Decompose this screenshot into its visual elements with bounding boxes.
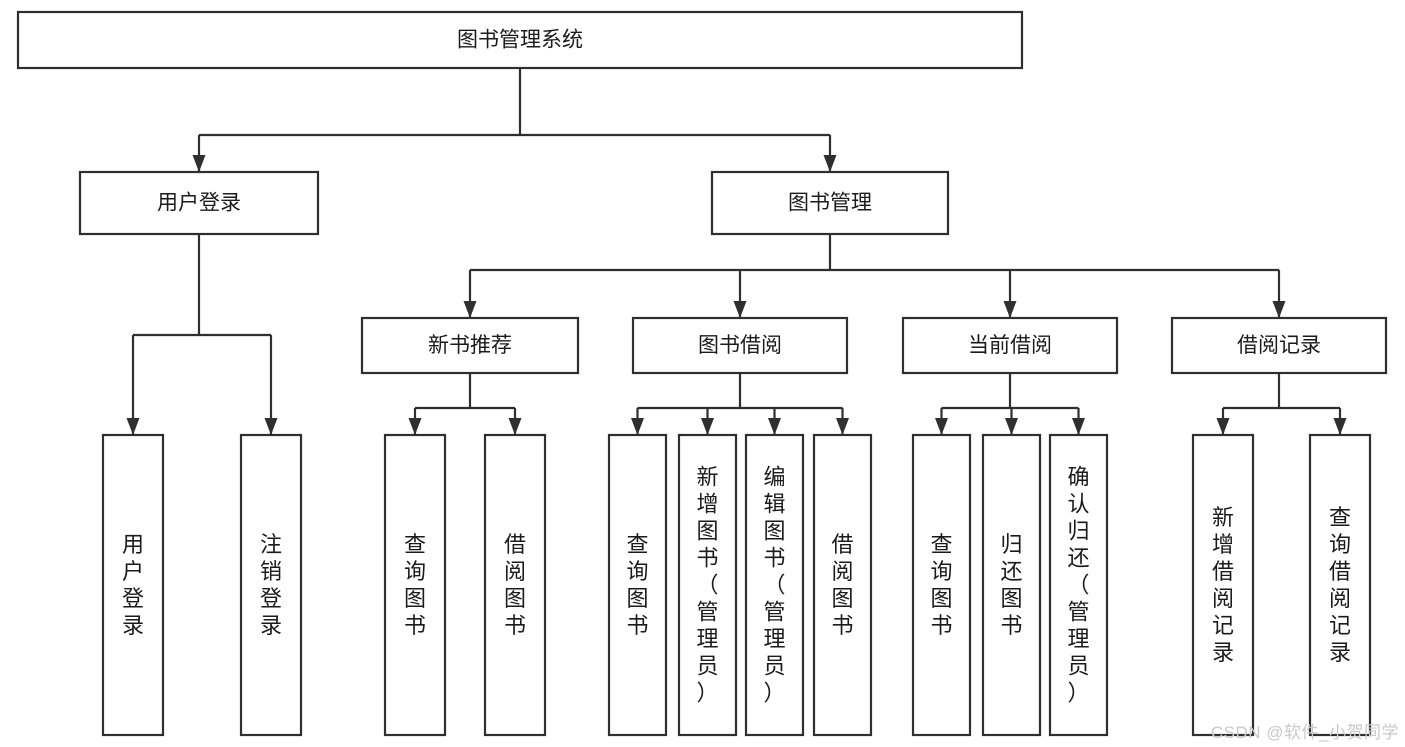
node-book-management[interactable]: 图书管理 bbox=[710, 170, 950, 236]
node-borrow-record[interactable]: 借阅记录 bbox=[1170, 316, 1388, 375]
node-label-user-login: 用户登录 bbox=[157, 192, 241, 215]
node-label-leaf-user-login: 用户登录 bbox=[122, 532, 144, 638]
edge-group-user-login bbox=[126, 234, 278, 435]
node-box-user-login bbox=[78, 170, 320, 236]
node-box-book-borrow bbox=[631, 316, 849, 375]
node-box-leaf-edit-book-admin bbox=[744, 433, 805, 737]
edge-arrowhead bbox=[1005, 418, 1018, 435]
edge-arrowhead bbox=[126, 418, 140, 435]
node-leaf-user-login[interactable]: 用户登录 bbox=[101, 433, 165, 737]
node-label-current-borrow: 当前借阅 bbox=[968, 334, 1052, 357]
edge-arrowhead bbox=[733, 301, 747, 318]
node-leaf-query-books-recommend[interactable]: 查询图书 bbox=[383, 433, 447, 737]
node-box-new-book-recommend bbox=[360, 316, 580, 375]
node-box-leaf-return-books bbox=[981, 433, 1042, 737]
edge-arrowhead bbox=[192, 155, 206, 172]
edge-arrowhead bbox=[463, 301, 477, 318]
node-book-borrow[interactable]: 图书借阅 bbox=[631, 316, 849, 375]
node-leaf-add-book-admin[interactable]: 新增图书（管理员） bbox=[677, 433, 738, 737]
node-box-leaf-query-borrow-record bbox=[1308, 433, 1372, 737]
node-box-leaf-add-borrow-record bbox=[1191, 433, 1255, 737]
node-leaf-edit-book-admin[interactable]: 编辑图书（管理员） bbox=[744, 433, 805, 737]
node-label-leaf-query-books-current: 查询图书 bbox=[930, 532, 952, 638]
edges-layer bbox=[126, 68, 1347, 435]
node-box-leaf-user-logout bbox=[239, 433, 303, 737]
node-user-login[interactable]: 用户登录 bbox=[78, 170, 320, 236]
node-root[interactable]: 图书管理系统 bbox=[16, 10, 1024, 70]
edge-arrowhead bbox=[631, 418, 644, 435]
node-leaf-borrow-books-borrow[interactable]: 借阅图书 bbox=[812, 433, 873, 737]
node-label-root: 图书管理系统 bbox=[457, 29, 583, 52]
node-leaf-query-borrow-record[interactable]: 查询借阅记录 bbox=[1308, 433, 1372, 737]
node-box-leaf-borrow-books-borrow bbox=[812, 433, 873, 737]
edge-arrowhead bbox=[408, 418, 422, 435]
edge-arrowhead bbox=[823, 155, 837, 172]
edge-arrowhead bbox=[264, 418, 278, 435]
node-leaf-add-borrow-record[interactable]: 新增借阅记录 bbox=[1191, 433, 1255, 737]
edge-arrowhead bbox=[1003, 301, 1017, 318]
node-label-leaf-add-book-admin: 新增图书（管理员） bbox=[696, 465, 718, 706]
edge-arrowhead bbox=[1072, 418, 1085, 435]
edge-arrowhead bbox=[935, 418, 948, 435]
node-box-leaf-confirm-return-admin bbox=[1048, 433, 1109, 737]
edge-arrowhead bbox=[1333, 418, 1347, 435]
edge-group-new-book-recommend bbox=[408, 373, 522, 435]
node-leaf-borrow-books-recommend[interactable]: 借阅图书 bbox=[483, 433, 547, 737]
node-new-book-recommend[interactable]: 新书推荐 bbox=[360, 316, 580, 375]
edge-group-root bbox=[192, 68, 837, 172]
edge-arrowhead bbox=[768, 418, 781, 435]
edge-arrowhead bbox=[1216, 418, 1230, 435]
node-label-leaf-edit-book-admin: 编辑图书（管理员） bbox=[763, 465, 785, 706]
node-label-leaf-borrow-books-borrow: 借阅图书 bbox=[831, 532, 853, 638]
node-box-leaf-query-books-recommend bbox=[383, 433, 447, 737]
node-box-book-management bbox=[710, 170, 950, 236]
node-box-leaf-query-books-current bbox=[911, 433, 972, 737]
node-box-leaf-user-login bbox=[101, 433, 165, 737]
node-box-borrow-record bbox=[1170, 316, 1388, 375]
node-box-leaf-borrow-books-recommend bbox=[483, 433, 547, 737]
node-label-leaf-borrow-books-recommend: 借阅图书 bbox=[504, 532, 526, 638]
node-leaf-return-books[interactable]: 归还图书 bbox=[981, 433, 1042, 737]
node-label-leaf-confirm-return-admin: 确认归还（管理员） bbox=[1067, 465, 1089, 706]
edge-group-borrow-record bbox=[1216, 373, 1347, 435]
node-label-book-management: 图书管理 bbox=[788, 192, 872, 215]
nodes-layer: 图书管理系统用户登录图书管理新书推荐图书借阅当前借阅借阅记录用户登录注销登录查询… bbox=[16, 10, 1388, 737]
node-leaf-query-books-borrow[interactable]: 查询图书 bbox=[607, 433, 668, 737]
node-box-leaf-add-book-admin bbox=[677, 433, 738, 737]
edge-arrowhead bbox=[701, 418, 714, 435]
node-box-current-borrow bbox=[901, 316, 1119, 375]
node-label-book-borrow: 图书借阅 bbox=[698, 334, 782, 357]
node-label-borrow-record: 借阅记录 bbox=[1237, 334, 1321, 357]
node-label-leaf-user-logout: 注销登录 bbox=[260, 532, 282, 638]
node-leaf-query-books-current[interactable]: 查询图书 bbox=[911, 433, 972, 737]
node-box-root bbox=[16, 10, 1024, 70]
edge-arrowhead bbox=[836, 418, 849, 435]
edge-group-current-borrow bbox=[935, 373, 1085, 435]
edge-group-book-management bbox=[463, 234, 1286, 318]
node-label-leaf-return-books: 归还图书 bbox=[1000, 532, 1022, 638]
node-leaf-confirm-return-admin[interactable]: 确认归还（管理员） bbox=[1048, 433, 1109, 737]
node-label-leaf-query-books-borrow: 查询图书 bbox=[626, 532, 648, 638]
node-box-leaf-query-books-borrow bbox=[607, 433, 668, 737]
edge-arrowhead bbox=[508, 418, 522, 435]
node-current-borrow[interactable]: 当前借阅 bbox=[901, 316, 1119, 375]
edge-arrowhead bbox=[1272, 301, 1286, 318]
node-label-leaf-query-books-recommend: 查询图书 bbox=[404, 532, 426, 638]
node-label-leaf-add-borrow-record: 新增借阅记录 bbox=[1212, 505, 1234, 665]
node-label-leaf-query-borrow-record: 查询借阅记录 bbox=[1329, 505, 1351, 665]
node-label-new-book-recommend: 新书推荐 bbox=[428, 334, 512, 357]
edge-group-book-borrow bbox=[631, 373, 849, 435]
node-leaf-user-logout[interactable]: 注销登录 bbox=[239, 433, 303, 737]
